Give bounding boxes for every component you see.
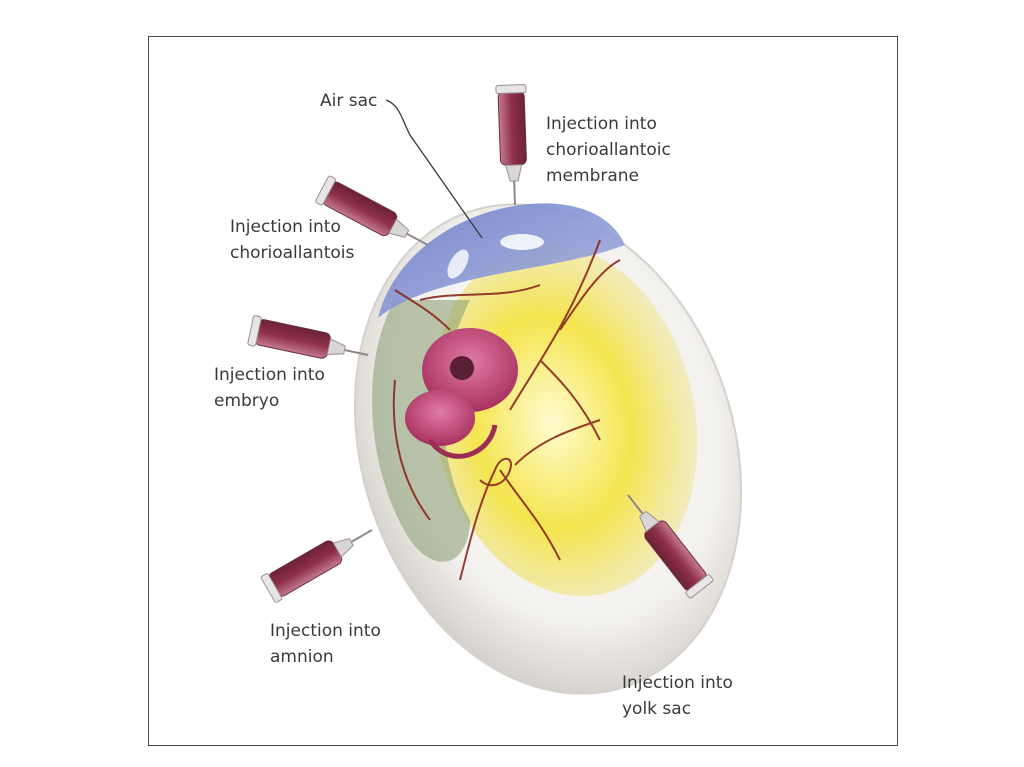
- label-air-sac: Air sac: [320, 88, 377, 114]
- label-injection-yolk-sac: Injection into yolk sac: [622, 670, 733, 722]
- air-sac-leader: [386, 100, 482, 238]
- syringe-amnion: [261, 517, 380, 603]
- label-injection-amnion: Injection into amnion: [270, 618, 381, 670]
- label-injection-chorioallantois: Injection into chorioallantois: [230, 214, 354, 266]
- label-injection-embryo: Injection into embryo: [214, 362, 325, 414]
- label-injection-cam: Injection into chorioallantoic membrane: [546, 111, 671, 189]
- syringe-cam: [496, 85, 530, 206]
